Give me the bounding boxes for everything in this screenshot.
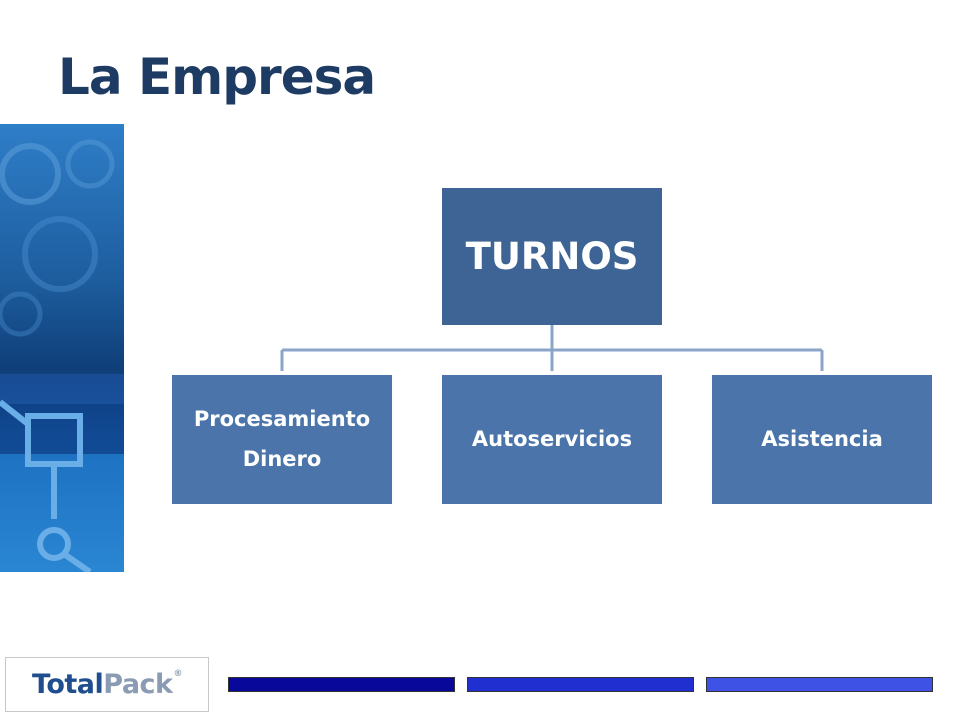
logo-part-pack: Pack — [103, 669, 173, 700]
decorative-side-image — [0, 124, 124, 572]
slide-title: La Empresa — [58, 48, 376, 106]
totalpack-logo: TotalPack® — [5, 657, 209, 712]
org-node-asistencia: Asistencia — [712, 375, 932, 504]
side-graphic — [0, 124, 124, 572]
footer-bar-3 — [706, 677, 933, 692]
org-node-autoservicios: Autoservicios — [442, 375, 662, 504]
logo-registered-mark: ® — [173, 669, 183, 679]
footer-bar-2 — [467, 677, 694, 692]
org-node-procesamiento-dinero: Procesamiento Dinero — [172, 375, 392, 504]
logo-part-total: Total — [31, 669, 104, 700]
footer-bar-1 — [228, 677, 455, 692]
org-node-root: TURNOS — [442, 188, 662, 325]
